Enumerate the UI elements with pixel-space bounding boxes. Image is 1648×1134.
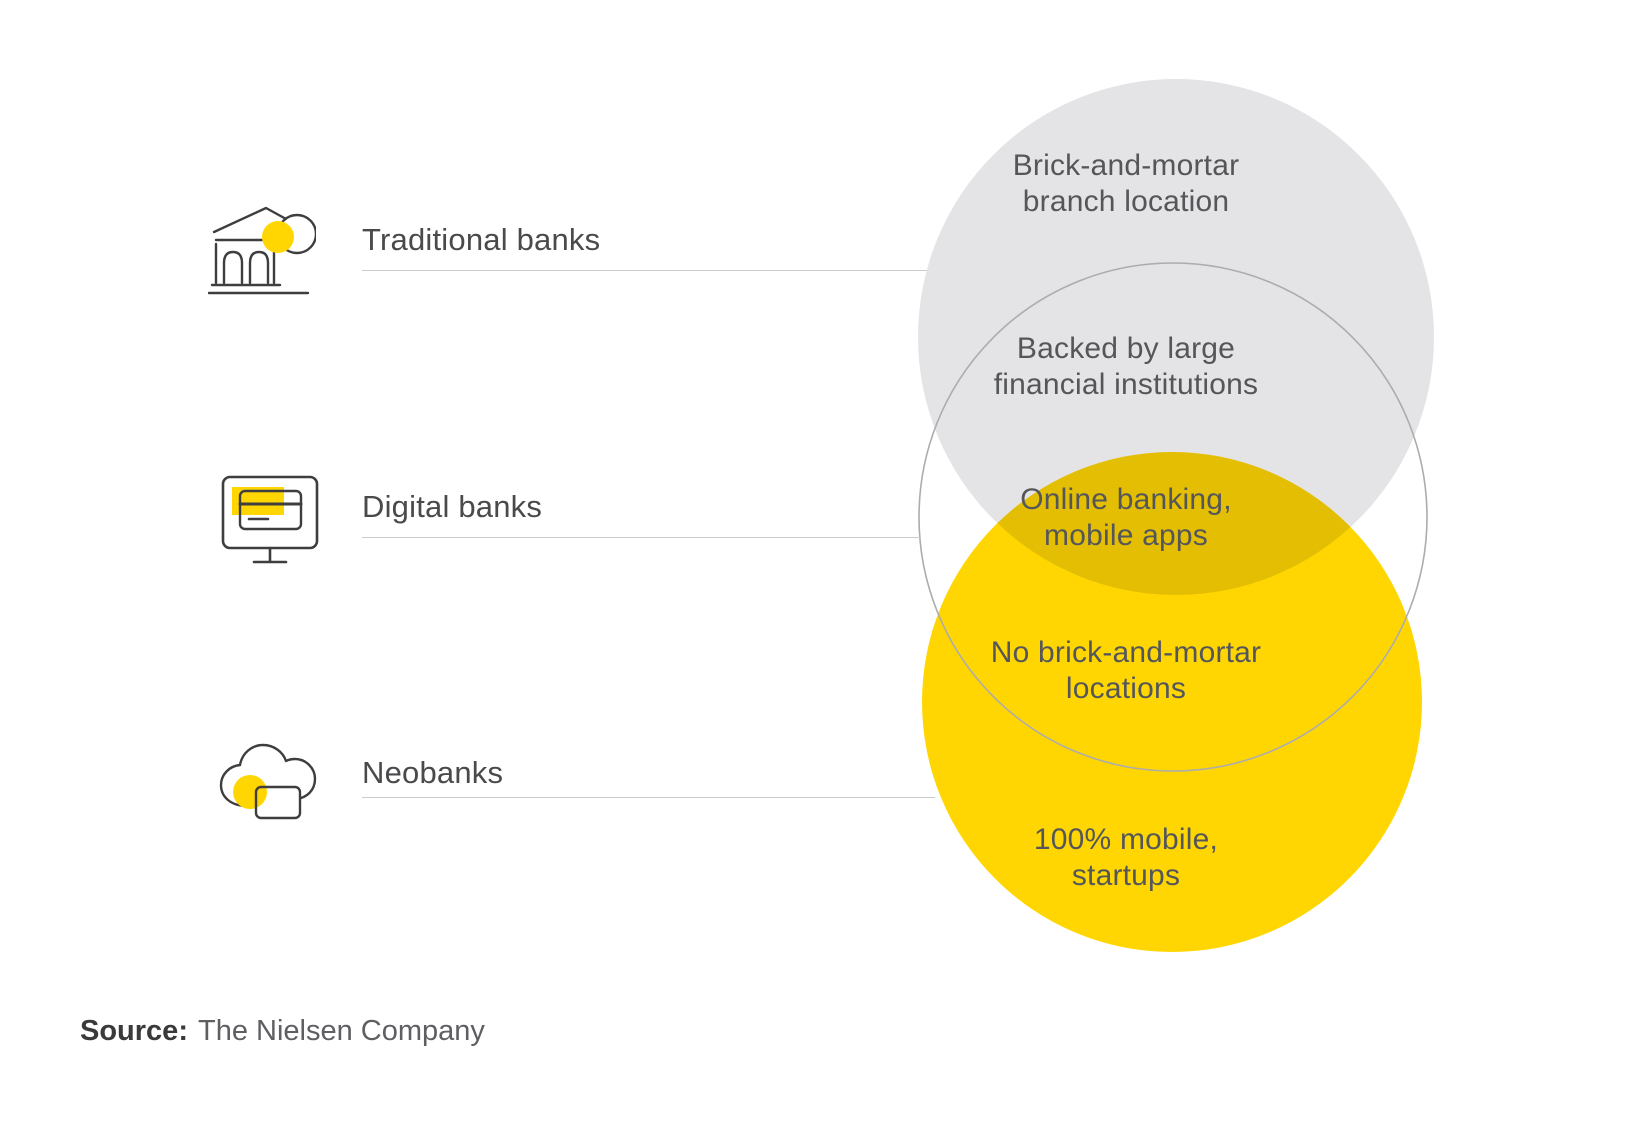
legend-label-neobanks: Neobanks bbox=[362, 755, 504, 790]
source-line: Source: The Nielsen Company bbox=[80, 1014, 485, 1048]
legend-label-digital-banks: Digital banks bbox=[362, 489, 543, 524]
source-label: Source: bbox=[80, 1015, 188, 1047]
venn-circle-digital bbox=[918, 262, 1428, 772]
venn-text-line: startups bbox=[1071, 859, 1181, 892]
venn-text-backed-by-large: Backed by large financial institutions bbox=[886, 331, 1366, 403]
legend-underline bbox=[362, 270, 927, 271]
venn-circle-neobanks bbox=[922, 452, 1422, 952]
venn-text-line: locations bbox=[1065, 672, 1187, 705]
venn-text-line: No brick-and-mortar bbox=[990, 636, 1262, 669]
source-company: The Nielsen Company bbox=[197, 1015, 485, 1047]
credit-card bbox=[254, 785, 302, 820]
monitor-card-icon bbox=[221, 475, 319, 564]
venn-text-line: Online banking, bbox=[1020, 483, 1232, 516]
yellow-dot bbox=[262, 221, 294, 253]
venn-text-line: branch location bbox=[1022, 185, 1230, 218]
venn-text-line: Backed by large bbox=[1016, 332, 1236, 365]
credit-card bbox=[238, 489, 303, 531]
cloud-card-icon bbox=[219, 743, 317, 820]
venn-text-online-banking: Online banking, mobile apps bbox=[886, 482, 1366, 554]
venn-text-line: Brick-and-mortar bbox=[1012, 149, 1240, 182]
venn-text-line: mobile apps bbox=[1044, 519, 1208, 552]
venn-circle-traditional bbox=[918, 79, 1434, 595]
yellow-dot bbox=[233, 775, 267, 809]
venn-text-100-mobile: 100% mobile, startups bbox=[886, 822, 1366, 894]
bank-building-icon bbox=[208, 206, 316, 295]
cloud-outline bbox=[219, 743, 317, 808]
legend-underline bbox=[362, 537, 920, 538]
venn-text-brick-and-mortar: Brick-and-mortar branch location bbox=[886, 148, 1366, 220]
venn-text-line: financial institutions bbox=[993, 368, 1259, 401]
venn-text-line: 100% mobile, bbox=[1033, 823, 1219, 856]
legend-underline bbox=[362, 797, 935, 798]
legend-label-traditional-banks: Traditional banks bbox=[362, 222, 601, 257]
card-mask bbox=[256, 787, 300, 818]
venn-text-no-brick-and-mortar: No brick-and-mortar locations bbox=[886, 635, 1366, 707]
